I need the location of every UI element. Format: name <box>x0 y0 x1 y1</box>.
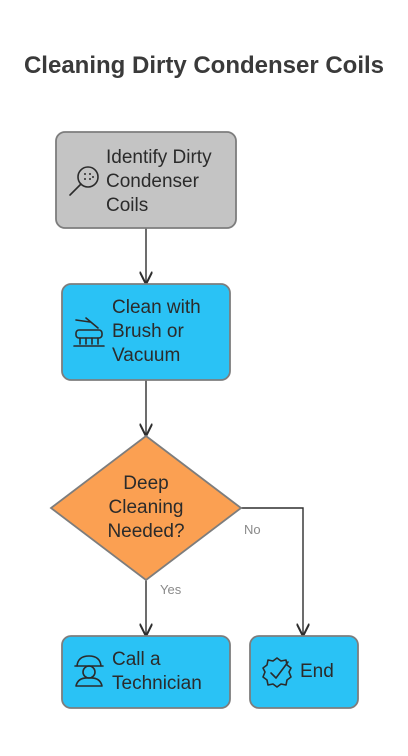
node-technician-label: Call a Technician <box>112 649 202 694</box>
diagram-title: Cleaning Dirty Condenser Coils <box>23 52 385 79</box>
node-identify-label: Identify Dirty Condenser Coils <box>106 147 212 216</box>
technician-icon <box>74 655 104 687</box>
node-technician-box <box>61 635 231 709</box>
node-identify-box <box>55 131 237 229</box>
node-end-box <box>249 635 359 709</box>
edge-label-no: No <box>244 522 261 537</box>
node-end-label: End <box>300 661 334 682</box>
gear-check-icon <box>262 657 292 688</box>
brush-vacuum-icon <box>73 317 105 347</box>
magnifier-icon <box>69 166 99 196</box>
node-decision-diamond <box>49 434 243 582</box>
node-decision-label: Deep Cleaning Needed? <box>107 473 185 542</box>
node-clean-label: Clean with Brush or Vacuum <box>112 297 201 366</box>
node-clean-box <box>61 283 231 381</box>
edge-label-yes: Yes <box>160 582 182 597</box>
edge-decision-to-end <box>241 507 303 635</box>
